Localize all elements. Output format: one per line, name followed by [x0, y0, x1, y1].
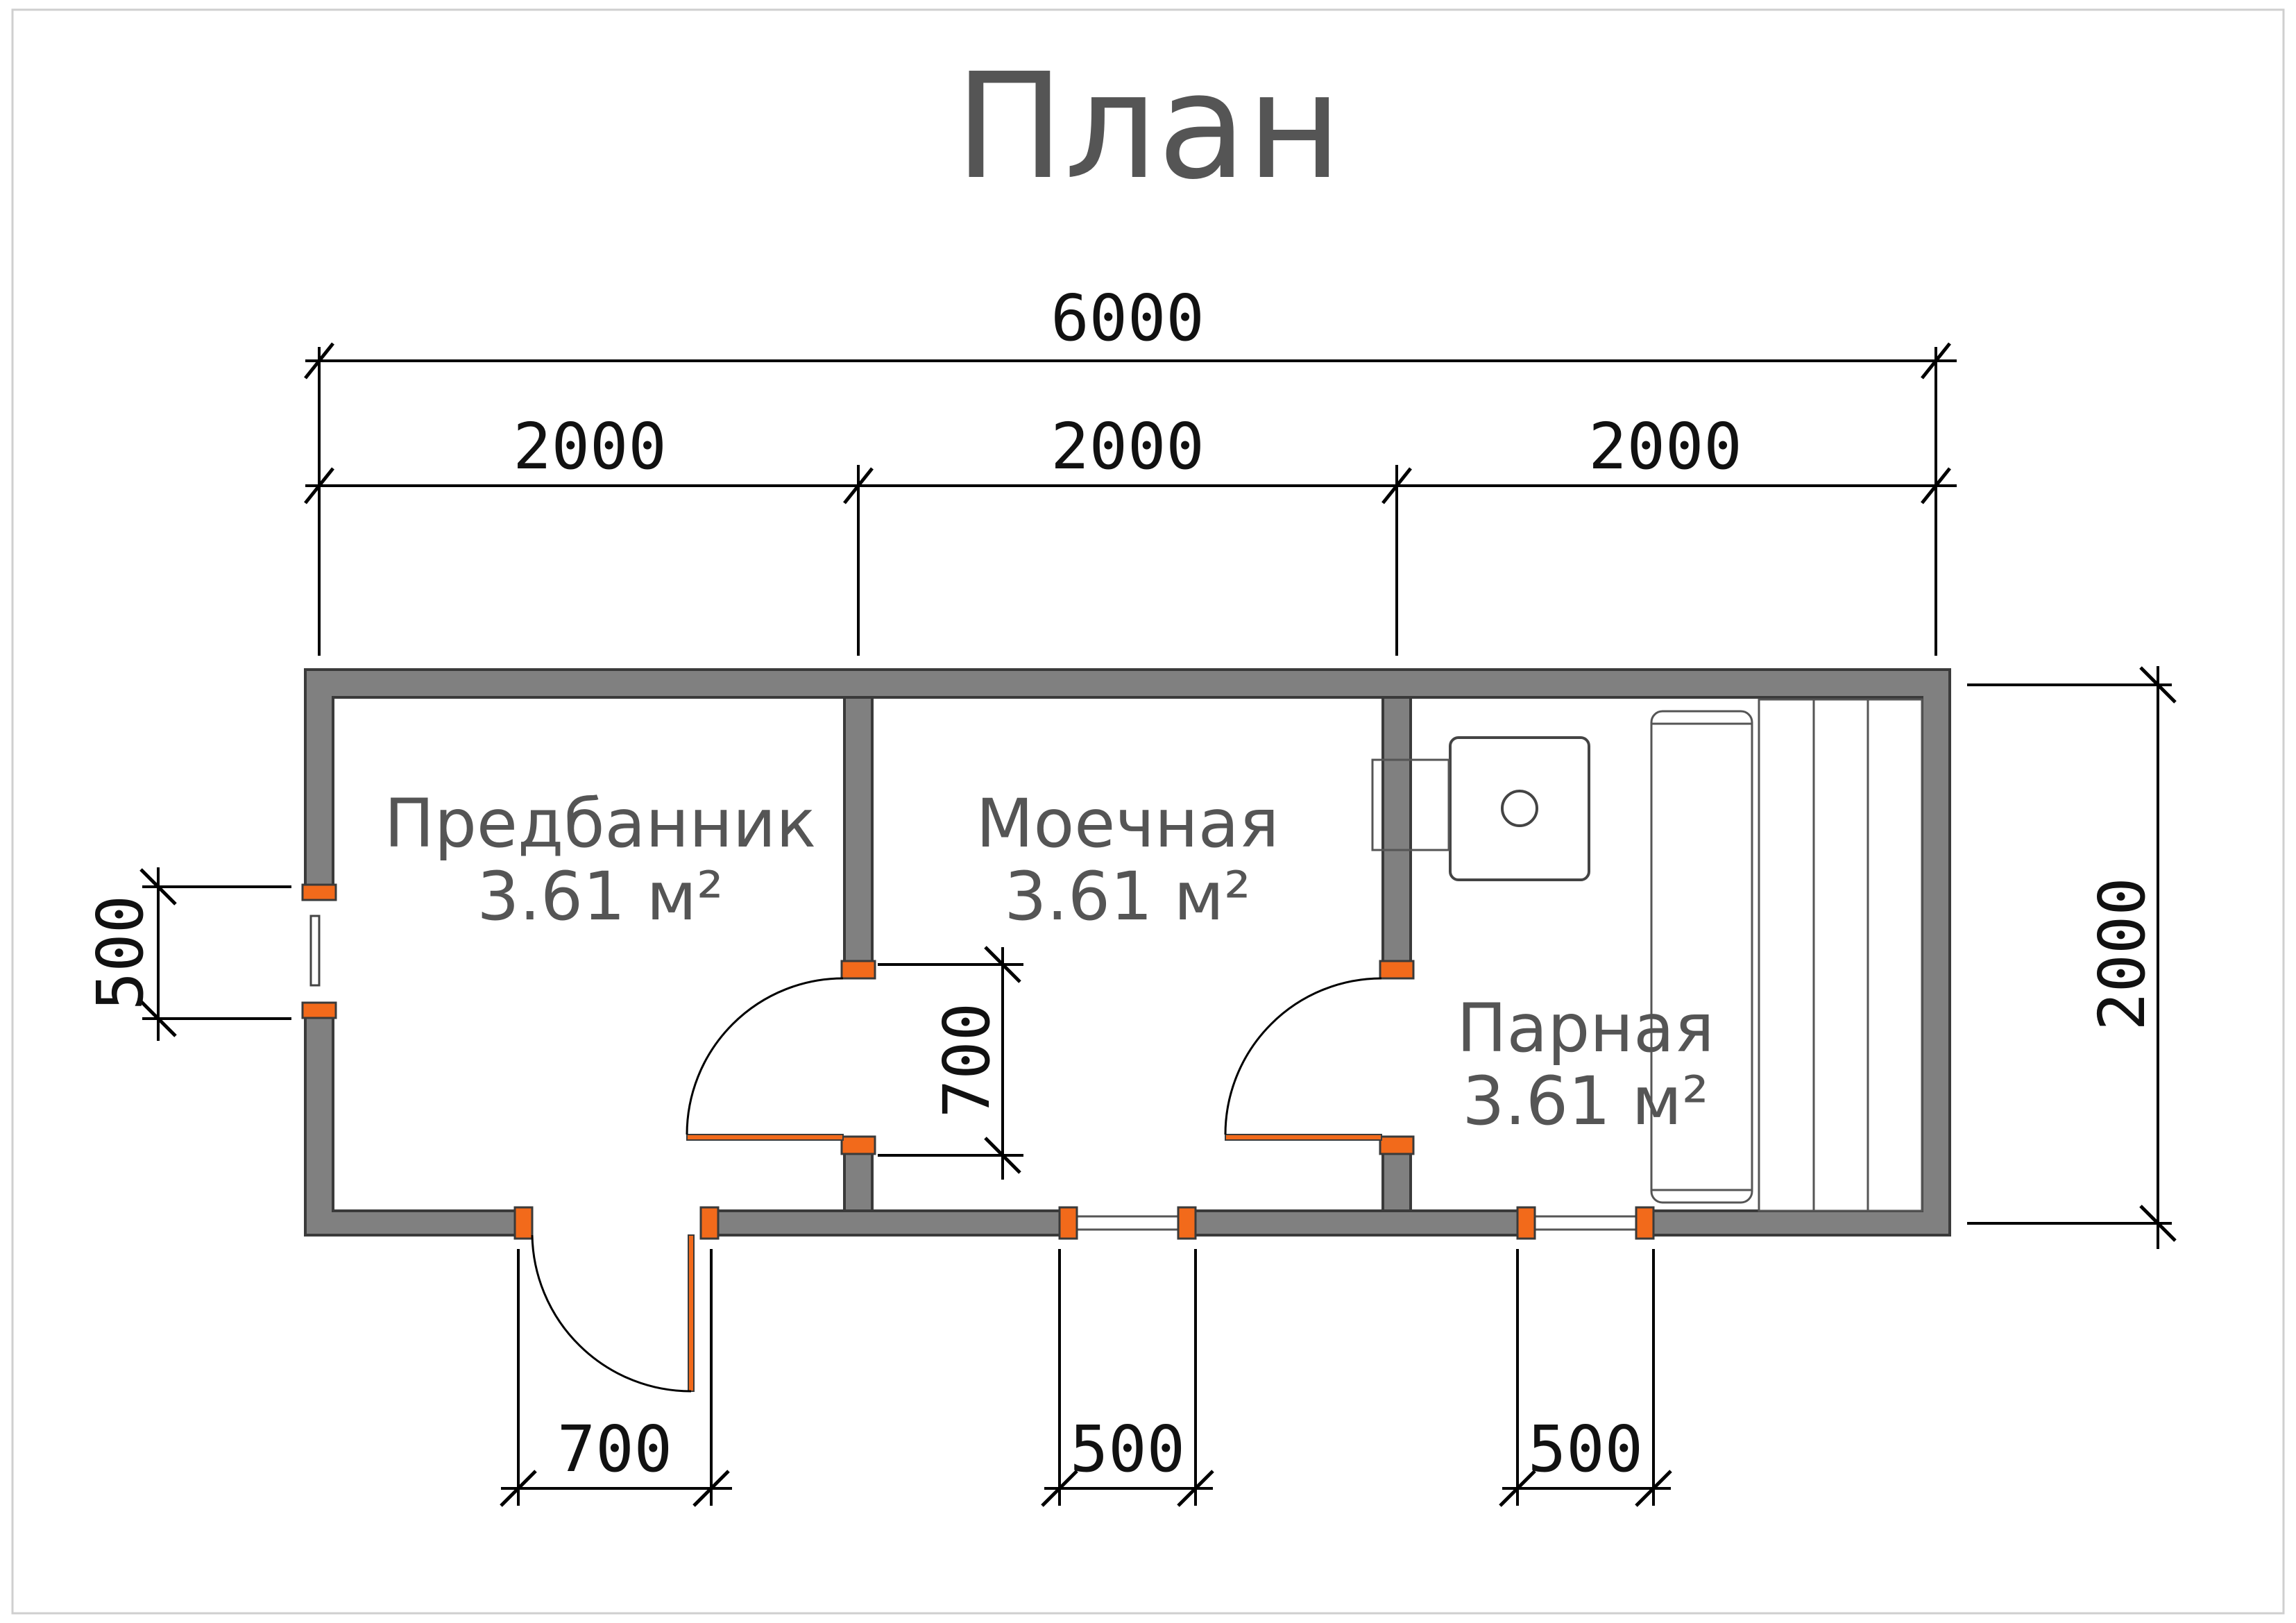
- room-area: 3.61 м²: [1462, 1062, 1708, 1140]
- steamroom-window-dimension: 500: [1499, 1249, 1672, 1507]
- dim-side-window: 500: [83, 895, 158, 1010]
- lower-bench: [1758, 698, 1923, 1212]
- steamroom-window-opening: [1527, 1208, 1644, 1238]
- side-window-jamb-bottom: [301, 1001, 337, 1019]
- dim-inner-door: 700: [930, 1003, 1004, 1118]
- side-window-jamb-top: [301, 883, 337, 901]
- room-name: Моечная: [976, 785, 1279, 863]
- dim-steamroom-window: 500: [1528, 1412, 1643, 1486]
- inner-door-1-leaf: [686, 1134, 844, 1141]
- room-label-vestibule: Предбанник 3.61 м²: [384, 785, 817, 935]
- room-label-steamroom: Парная 3.61 м²: [1456, 989, 1714, 1140]
- room-name: Предбанник: [384, 785, 817, 863]
- sheet-border: [11, 8, 2285, 1615]
- stove: [1371, 736, 1590, 881]
- washroom-window-jamb-right: [1177, 1206, 1197, 1240]
- washroom-window-opening: [1069, 1208, 1187, 1238]
- room-area: 3.61 м²: [477, 858, 723, 935]
- room-label-washroom: Моечная 3.61 м²: [976, 785, 1279, 935]
- steamroom-window-jamb-right: [1635, 1206, 1655, 1240]
- page-title: План: [955, 42, 1342, 212]
- entrance-door-opening: [531, 1208, 703, 1238]
- inner-door-1-opening: [842, 977, 875, 1137]
- dim-segment-3: 2000: [1588, 409, 1742, 484]
- inner-door-2-swing: [1224, 977, 1382, 1135]
- sauna-benches: [1650, 698, 1923, 1212]
- room-name: Парная: [1456, 989, 1714, 1067]
- inner-door-2-leaf: [1225, 1134, 1382, 1141]
- stove-burner-icon: [1501, 790, 1538, 827]
- dim-segment-2: 2000: [1051, 409, 1205, 484]
- washroom-window-jamb-left: [1058, 1206, 1078, 1240]
- entrance-door-swing: [531, 1234, 692, 1393]
- entrance-door-leaf: [688, 1234, 695, 1392]
- left-dimension-window: 500: [83, 867, 291, 1041]
- dim-overall-width: 2000: [2085, 877, 2159, 1031]
- room-area: 3.61 м²: [1004, 858, 1250, 935]
- inner-door-1-jamb-top: [840, 960, 876, 980]
- inner-door-1-swing: [686, 977, 844, 1135]
- dim-segment-1: 2000: [513, 409, 667, 484]
- openings: [301, 883, 1655, 1240]
- dim-overall-length: 6000: [1051, 281, 1205, 355]
- chimney-connector: [1371, 758, 1450, 851]
- entrance-door-dimension: 700: [500, 1249, 732, 1507]
- washroom-window-dimension: 500: [1041, 1249, 1214, 1507]
- inner-door-dimension: 700: [878, 946, 1023, 1180]
- door-leaves: [531, 977, 1382, 1393]
- entrance-door-jamb-right: [699, 1206, 720, 1240]
- dim-washroom-window: 500: [1070, 1412, 1185, 1486]
- top-dimension-segments: 2000 2000 2000: [304, 409, 1957, 656]
- dim-entrance-door: 700: [557, 1412, 672, 1486]
- entrance-door-jamb-left: [513, 1206, 534, 1240]
- steamroom-window-jamb-left: [1516, 1206, 1536, 1240]
- top-dimension-overall: 6000: [304, 281, 1957, 486]
- inner-door-2-jamb-bottom: [1379, 1135, 1415, 1155]
- inner-door-2-opening: [1380, 977, 1413, 1137]
- inner-door-2-jamb-top: [1379, 960, 1415, 980]
- upper-bench: [1650, 710, 1753, 1204]
- right-dimension-width: 2000: [1967, 666, 2177, 1249]
- inner-door-1-jamb-bottom: [840, 1135, 876, 1155]
